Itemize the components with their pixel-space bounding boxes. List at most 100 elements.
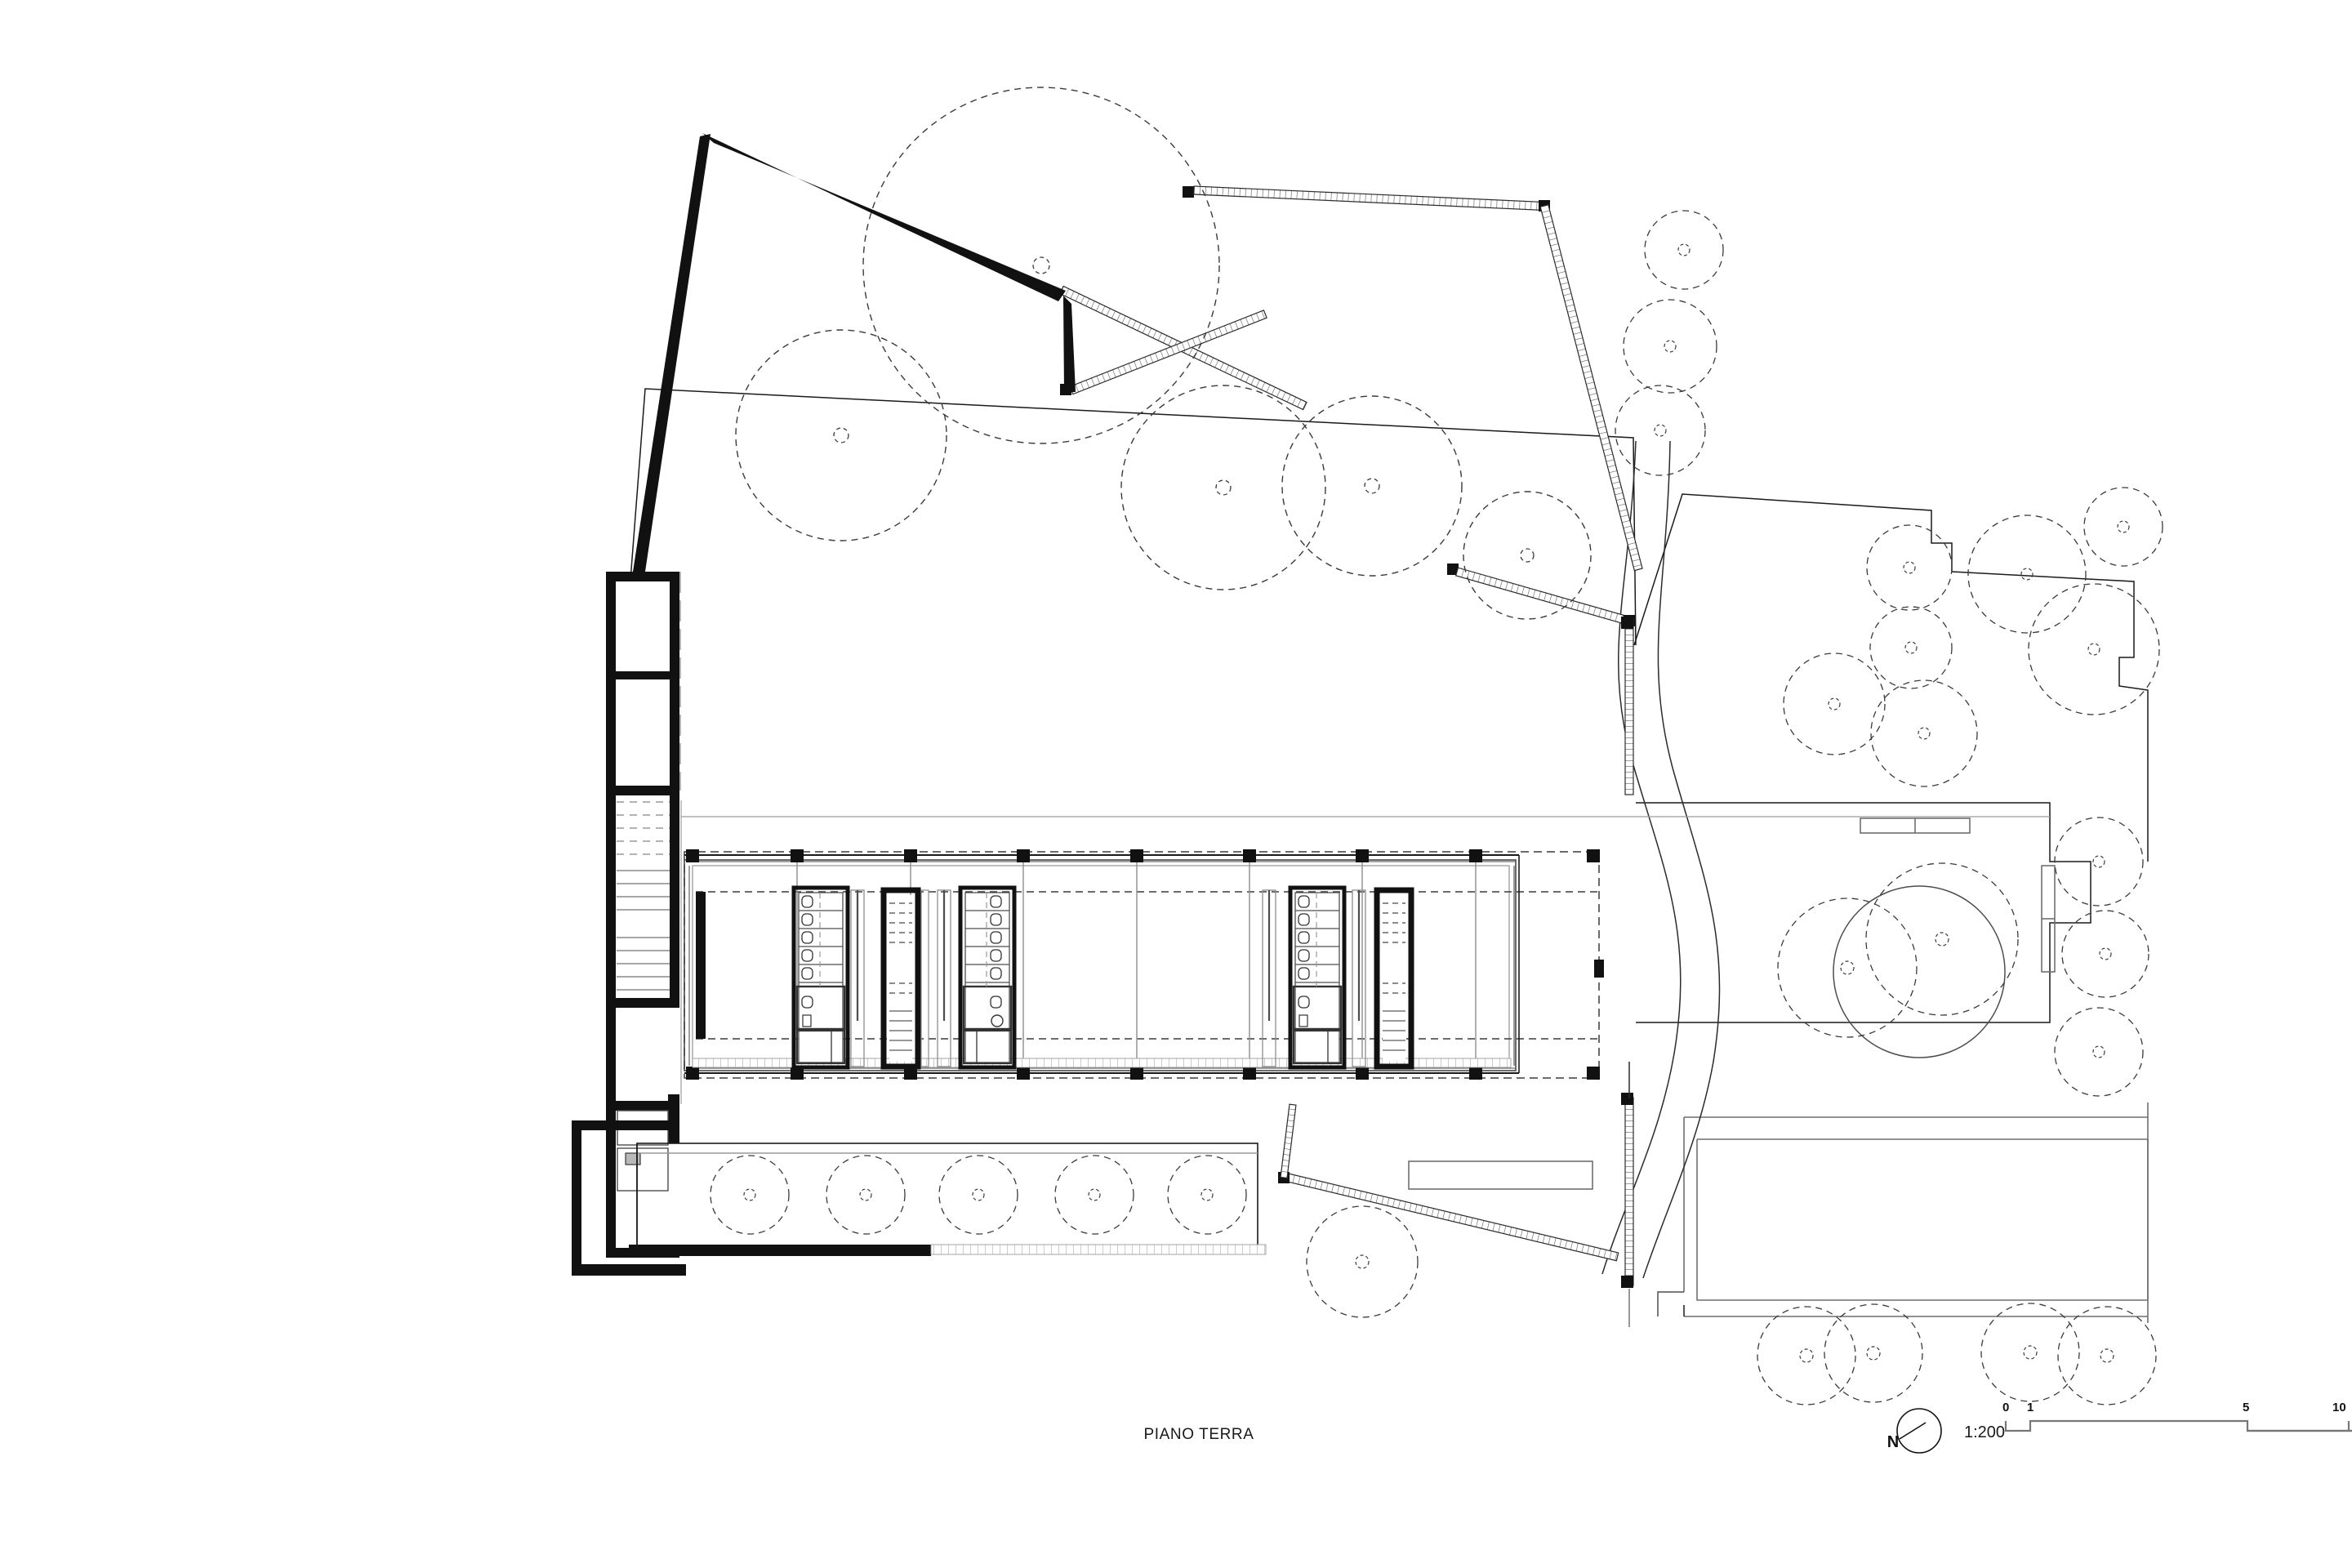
fence-post — [1621, 1276, 1633, 1288]
tree-trunk — [2092, 855, 2105, 868]
tree-trunk — [1677, 243, 1690, 256]
tree-trunk — [1918, 727, 1931, 740]
plan-grid-lines — [680, 800, 2050, 1104]
tree-canopy — [2054, 817, 2144, 906]
tree-trunk — [1903, 561, 1916, 574]
tree-trunk — [1355, 1254, 1370, 1269]
tree-canopy — [2028, 583, 2160, 715]
tree-canopy — [1120, 385, 1326, 590]
tree-canopy — [1865, 862, 2019, 1016]
tree-trunk — [2117, 520, 2130, 533]
tree-trunk — [1200, 1188, 1214, 1201]
bench — [1408, 1160, 1593, 1190]
tree-canopy — [1054, 1155, 1134, 1235]
glass-wall-left — [696, 892, 706, 1039]
tree-trunk — [1799, 1348, 1814, 1363]
fence-post — [1447, 564, 1459, 575]
stair-treads-below — [889, 1010, 912, 1051]
tree-canopy-existing — [1833, 885, 2006, 1058]
tree-trunk — [1840, 960, 1855, 975]
toilet-block-left — [791, 885, 850, 1070]
tree-trunk — [1032, 256, 1050, 274]
tree-canopy — [1644, 210, 1724, 290]
tree-trunk — [2092, 1045, 2105, 1058]
left-vertical-core — [572, 572, 686, 1276]
tree-canopy — [1757, 1306, 1856, 1405]
wc-fixture — [801, 895, 813, 1009]
tree-canopy — [1870, 679, 1978, 787]
tree-canopy — [1281, 395, 1463, 577]
tree-canopy — [1167, 1155, 1247, 1235]
boundary-fence-upper — [1059, 185, 1643, 626]
tree-canopy — [826, 1155, 906, 1235]
tree-canopy — [2061, 910, 2149, 998]
tree-canopy — [938, 1155, 1018, 1235]
wc-fixture — [1298, 895, 1310, 1009]
tree-canopy — [1824, 1303, 1923, 1403]
tree-trunk — [833, 427, 849, 443]
tree-trunk — [2100, 1348, 2114, 1363]
tree-trunk — [1654, 424, 1667, 437]
tree-canopy — [1783, 653, 1886, 755]
tree-trunk — [1904, 641, 1918, 654]
tree-canopy — [710, 1155, 790, 1235]
tree-canopy — [1615, 385, 1706, 476]
bench — [2041, 865, 2056, 973]
tree-trunk — [2023, 1345, 2038, 1360]
tree-canopy — [1866, 524, 1953, 611]
scale-tick-1: 1 — [2027, 1401, 2034, 1414]
tree-canopy — [1869, 606, 1953, 689]
tree-trunk — [1828, 697, 1841, 710]
drawing-title: PIANO TERRA — [1143, 1426, 1254, 1443]
tree-trunk — [2020, 568, 2034, 581]
toilet-block-center — [958, 885, 1017, 1070]
bench — [1860, 817, 1971, 834]
tree-canopy — [1306, 1205, 1419, 1318]
benches — [1408, 817, 2056, 1190]
main-pavilion — [684, 849, 1604, 1080]
tree-trunk — [1364, 478, 1380, 494]
structural-columns — [686, 849, 1604, 1080]
stair-core-right — [1374, 887, 1414, 1070]
tree-canopy — [2083, 487, 2163, 567]
paving-strip — [692, 1058, 1512, 1068]
serpentine-path — [1601, 440, 1721, 1279]
north-label: N — [1887, 1433, 1899, 1451]
tree-canopy — [2054, 1007, 2144, 1097]
tree-canopy — [862, 87, 1220, 444]
tree-trunk — [1935, 932, 1949, 947]
scale-tick-10: 10 — [2332, 1401, 2346, 1414]
tree-trunk — [743, 1188, 756, 1201]
glass-partitions — [850, 889, 951, 1067]
fence-post — [1183, 186, 1194, 198]
glass-partitions-right — [1262, 889, 1366, 1067]
tree-trunk — [972, 1188, 985, 1201]
site-walls-heavy — [633, 133, 1076, 572]
boundary-fence-lower-vertical — [1621, 617, 1634, 1327]
fence-post — [1621, 617, 1633, 629]
tree-trunk — [1664, 340, 1677, 353]
tree-canopy — [735, 329, 947, 541]
stair-treads-above — [889, 902, 912, 994]
stair-treads-below — [1383, 1010, 1405, 1051]
tree-trunk — [2099, 947, 2112, 960]
tree-trunk — [1866, 1346, 1881, 1361]
tree-trunk — [1520, 548, 1535, 563]
tree-trunk — [859, 1188, 872, 1201]
stair-core-left — [880, 887, 929, 1070]
planted-strip-south — [629, 1143, 1267, 1256]
tree-canopy — [1463, 491, 1592, 620]
north-arrow-icon: N — [1887, 1408, 1942, 1454]
tree-canopies — [710, 87, 2163, 1405]
tree-canopy — [1623, 299, 1717, 394]
scale-note: 1:200 — [1964, 1423, 2005, 1441]
tree-canopy — [2057, 1306, 2157, 1405]
toilet-block-right — [1288, 885, 1347, 1070]
tree-canopy — [1777, 898, 1918, 1038]
scale-bar: 0 1 5 10 — [2002, 1401, 2352, 1432]
scale-tick-5: 5 — [2243, 1401, 2249, 1414]
scale-tick-0: 0 — [2002, 1401, 2009, 1414]
